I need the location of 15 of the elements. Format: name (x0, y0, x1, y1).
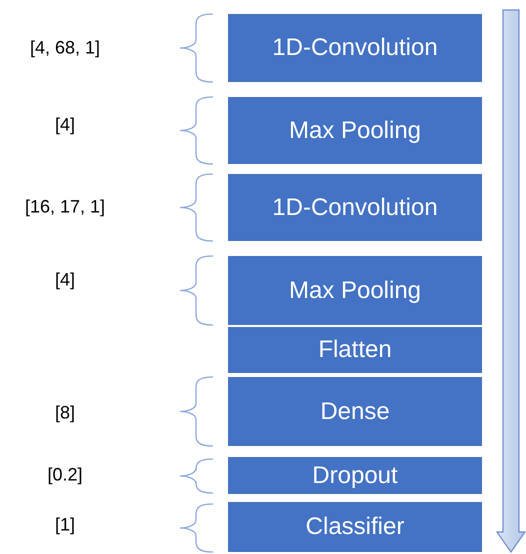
layer-box: Max Pooling (228, 97, 482, 164)
layer-box: Classifier (228, 502, 482, 552)
shape-label: [4] (54, 270, 76, 290)
layer-box: 1D-Convolution (228, 174, 482, 241)
layer-box: 1D-Convolution (228, 14, 482, 82)
layer-box: Dense (228, 377, 482, 446)
shape-label: [4, 68, 1] (28, 38, 102, 58)
shape-label: [1] (54, 514, 76, 536)
shape-label: [0.2] (46, 464, 84, 486)
layer-box: Dropout (228, 457, 482, 494)
shape-label: [8] (54, 402, 76, 424)
layer-box: Flatten (228, 327, 482, 373)
shape-label: [4] (54, 114, 76, 136)
shape-label: [16, 17, 1] (24, 196, 106, 218)
layer-box: Max Pooling (228, 256, 482, 325)
